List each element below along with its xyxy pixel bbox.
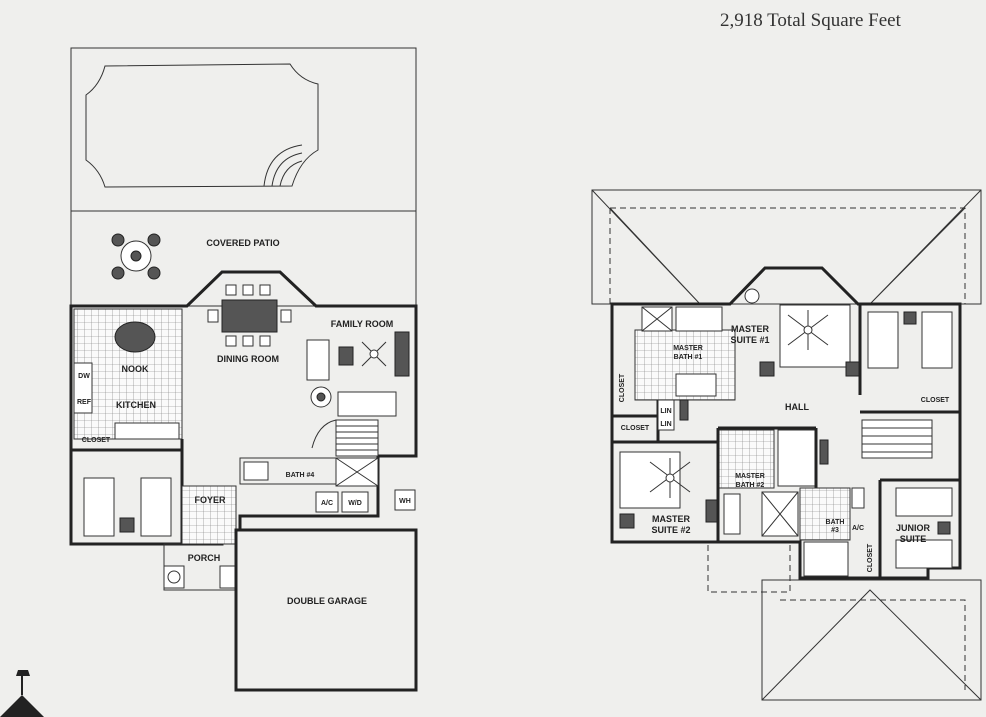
label-covered-patio: COVERED PATIO — [206, 238, 279, 248]
label-wh: WH — [399, 498, 411, 505]
double-garage — [234, 528, 418, 692]
label-master-bath-1-line1: MASTER — [673, 345, 703, 352]
fireplace — [394, 331, 410, 377]
label-family-room: FAMILY ROOM — [331, 319, 394, 329]
junior-bed-1 — [895, 487, 953, 517]
second-floor-plan — [591, 189, 982, 701]
label-hall: HALL — [785, 402, 809, 412]
label-master-suite-2-line2: SUITE #2 — [651, 525, 690, 535]
label-bath-3-line2: #3 — [831, 527, 839, 534]
dining-chairs — [207, 284, 292, 347]
master-bed-1 — [779, 304, 851, 368]
water-heater — [394, 489, 416, 511]
nook-table — [114, 321, 156, 353]
family-sofa — [306, 339, 330, 381]
kitchen-counter — [114, 422, 180, 440]
weathervane-logo-icon — [0, 670, 44, 717]
label-closet-right: CLOSET — [921, 397, 950, 404]
label-porch: PORCH — [188, 553, 221, 563]
bed-2 — [140, 477, 172, 537]
label-closet-first: CLOSET — [82, 437, 111, 444]
label-master-suite-2-line1: MASTER — [652, 514, 691, 524]
label-master-suite-1-line2: SUITE #1 — [730, 335, 769, 345]
label-bath-3-line1: BATH — [826, 519, 845, 526]
bed-top-right-2 — [921, 311, 953, 369]
label-master-suite-1-line1: MASTER — [731, 324, 770, 334]
bath-3-tile — [799, 487, 851, 541]
bed-top-right-1 — [867, 311, 899, 369]
bed-1 — [83, 477, 115, 537]
label-ref: REF — [77, 399, 92, 406]
label-foyer: FOYER — [194, 495, 226, 505]
label-wd: W/D — [348, 500, 362, 507]
total-square-feet: 2,918 Total Square Feet — [720, 10, 901, 31]
label-ac-second: A/C — [852, 525, 864, 532]
junior-bed-2 — [895, 539, 953, 569]
label-nook: NOOK — [122, 364, 150, 374]
linen-closets — [657, 399, 675, 431]
label-bath-4: BATH #4 — [286, 472, 315, 479]
patio-table-set — [111, 233, 161, 280]
label-lin-2: LIN — [660, 421, 671, 428]
label-closet-junior: CLOSET — [867, 543, 874, 572]
dining-table — [221, 299, 278, 333]
label-master-bath-2-line1: MASTER — [735, 473, 765, 480]
upper-roof — [591, 189, 982, 305]
label-junior-suite-line2: SUITE — [900, 534, 927, 544]
label-lin-1: LIN — [660, 408, 671, 415]
label-master-bath-1-line2: BATH #1 — [674, 354, 703, 361]
master-bath-2-tile — [717, 429, 775, 489]
label-junior-suite-line1: JUNIOR — [896, 523, 931, 533]
lower-roof — [761, 579, 982, 701]
label-double-garage: DOUBLE GARAGE — [287, 596, 367, 606]
label-closet-left: CLOSET — [619, 373, 626, 402]
label-kitchen: KITCHEN — [116, 400, 156, 410]
family-table — [338, 346, 354, 366]
pool — [85, 63, 319, 188]
second-floor-stairs — [861, 419, 933, 459]
ac-unit — [315, 491, 339, 513]
label-dining-room: DINING ROOM — [217, 354, 279, 364]
washer-dryer — [341, 491, 369, 513]
label-master-bath-2-line2: BATH #2 — [736, 482, 765, 489]
family-couch — [337, 391, 397, 417]
label-dw: DW — [78, 373, 90, 380]
label-closet-left-lower: CLOSET — [621, 425, 650, 432]
label-ac-first: A/C — [321, 500, 333, 507]
first-floor-stairs — [311, 419, 379, 457]
first-floor-plan — [69, 47, 418, 692]
refrigerator-area — [73, 362, 93, 414]
second-floor-walls — [610, 266, 962, 580]
